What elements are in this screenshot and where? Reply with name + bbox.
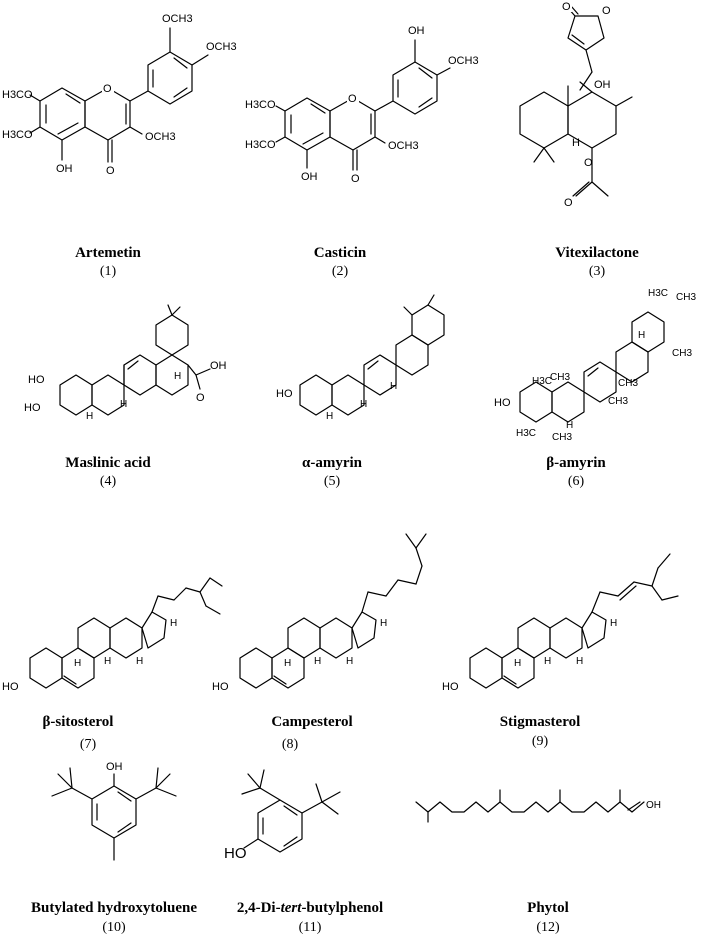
structure-di-tert-butylphenol: HO: [220, 760, 460, 920]
group-label: OCH3: [448, 55, 479, 67]
structure-stigmasterol: HO H H H H: [440, 520, 709, 710]
structure-artemetin: O OCH3 OCH3 H3CO H3CO OH O OCH3: [0, 0, 240, 220]
compound-number: (7): [79, 737, 97, 752]
group-label: H: [346, 656, 353, 667]
compound-number: (5): [323, 474, 341, 489]
group-label: H: [326, 411, 333, 422]
group-label: HO: [224, 845, 247, 862]
compound-name: Butylated hydroxytoluene: [31, 900, 197, 916]
group-label: H: [74, 658, 81, 669]
group-label: H: [86, 411, 93, 422]
group-label: OCH3: [388, 140, 419, 152]
group-label: OH: [646, 800, 661, 811]
group-label: CH3: [552, 432, 572, 443]
group-label: H: [390, 381, 397, 392]
group-label: OH: [594, 79, 611, 91]
group-label: H3CO: [245, 139, 276, 151]
group-label: OCH3: [162, 13, 193, 25]
group-label: CH3: [608, 396, 628, 407]
compound-name: 2,4-Di-tert-butylphenol: [236, 900, 384, 916]
group-label: CH3: [676, 292, 696, 303]
group-label: H: [610, 618, 617, 629]
group-label: O: [103, 83, 112, 95]
compound-name: α-amyrin: [301, 455, 363, 471]
group-label: O: [196, 392, 205, 404]
compound-name: β-amyrin: [546, 455, 606, 471]
group-label: CH3: [550, 372, 570, 383]
group-label: O: [562, 1, 571, 13]
structure-casticin: O OH OCH3 H3CO H3CO OH O OCH3: [240, 0, 480, 220]
group-label: H3C: [516, 428, 536, 439]
structure-phytol: OH: [410, 760, 709, 860]
compound-number: (12): [536, 920, 560, 935]
group-label: H: [104, 656, 111, 667]
structure-butylated-hydroxytoluene: OH: [0, 760, 240, 920]
compound-number: (11): [298, 920, 322, 935]
group-label: CH3: [618, 378, 638, 389]
group-label: H: [544, 656, 551, 667]
compound-number: (4): [99, 474, 117, 489]
group-label: H3CO: [2, 89, 33, 101]
group-label: OH: [106, 761, 123, 773]
group-label: H: [514, 658, 521, 669]
compound-number: (3): [588, 264, 606, 279]
group-label: O: [584, 157, 593, 169]
group-label: O: [351, 173, 360, 185]
structure-maslinic-acid: HO HO OH O H H H: [0, 285, 240, 445]
group-label: H: [284, 658, 291, 669]
group-label: O: [602, 5, 611, 17]
compound-number: (6): [567, 474, 585, 489]
group-label: O: [106, 165, 115, 177]
group-label: OH: [301, 171, 318, 183]
group-label: CH3: [672, 348, 692, 359]
compound-number: (8): [281, 737, 299, 752]
group-label: H3C: [532, 376, 552, 387]
compound-name: β-sitosterol: [42, 714, 114, 730]
group-label: OCH3: [206, 41, 237, 53]
compound-number: (10): [102, 920, 126, 935]
structure-campesterol: HO H H H H: [210, 520, 450, 710]
group-label: H: [576, 656, 583, 667]
group-label: H3CO: [2, 129, 33, 141]
group-label: H: [120, 399, 127, 410]
group-label: HO: [442, 681, 459, 693]
group-label: O: [348, 93, 357, 105]
structure-beta-sitosterol: HO H H H H: [0, 540, 240, 710]
group-label: H: [136, 656, 143, 667]
group-label: HO: [212, 681, 229, 693]
compound-number: (2): [331, 264, 349, 279]
group-label: HO: [494, 397, 511, 409]
structure-alpha-amyrin: HO H H H: [240, 285, 480, 445]
structure-beta-amyrin: HO H3C CH3 CH3 CH3 CH3 H3C CH3 H3C CH3 H…: [480, 280, 709, 450]
group-label: H: [170, 618, 177, 629]
group-label: OH: [210, 360, 227, 372]
compound-name: Maslinic acid: [65, 455, 151, 471]
compound-name: Vitexilactone: [555, 245, 639, 261]
group-label: H: [380, 618, 387, 629]
structure-vitexilactone: O O OH O H O: [480, 0, 709, 230]
compound-name: Casticin: [313, 245, 367, 261]
group-label: HO: [2, 681, 19, 693]
group-label: H: [174, 371, 181, 382]
group-label: OCH3: [145, 131, 176, 143]
compound-name: Campesterol: [271, 714, 353, 730]
group-label: H: [314, 656, 321, 667]
group-label: OH: [56, 163, 73, 175]
group-label: O: [564, 197, 573, 209]
group-label: H: [360, 399, 367, 410]
group-label: H3C: [648, 288, 668, 299]
group-label: OH: [408, 25, 425, 37]
compound-name: Phytol: [527, 900, 569, 916]
group-label: HO: [24, 402, 41, 414]
group-label: H: [572, 137, 580, 149]
group-label: H: [638, 330, 645, 341]
group-label: H3CO: [245, 99, 276, 111]
compound-name: Artemetin: [75, 245, 141, 261]
compound-number: (9): [531, 734, 549, 749]
group-label: H: [566, 420, 573, 431]
compound-name: Stigmasterol: [499, 714, 581, 730]
group-label: HO: [28, 374, 45, 386]
group-label: HO: [276, 388, 293, 400]
compound-number: (1): [99, 264, 117, 279]
